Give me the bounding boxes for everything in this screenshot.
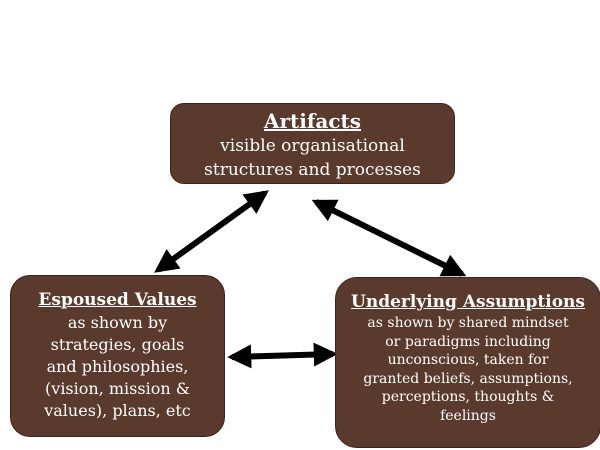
underlying-assumptions-line: feelings [440,407,496,424]
arrow-espoused-underlying [227,342,338,369]
espoused-values-line: (vision, mission & [45,379,190,398]
underlying-assumptions-line: perceptions, thoughts & [381,389,555,405]
espoused-values-line: values), plans, etc [44,401,191,420]
underlying-assumptions-line: as shown by shared mindset [367,315,569,331]
underlying-assumptions-title: Underlying Assumptions [351,292,585,312]
artifacts-line: visible organisational [220,136,405,156]
arrow-artifacts-espoused [154,190,269,273]
arrow-artifacts-underlying [311,199,467,277]
espoused-values-box: Espoused Values as shown by strategies, … [10,275,225,437]
underlying-assumptions-line: or paradigms including [385,333,551,350]
artifacts-box: Artifacts visible organisational structu… [170,103,455,184]
espoused-values-title: Espoused Values [38,290,197,310]
underlying-assumptions-line: unconscious, taken for [387,352,549,368]
espoused-values-line: strategies, goals [50,335,185,354]
underlying-assumptions-line: granted beliefs, assumptions, [363,370,573,387]
artifacts-title: Artifacts [263,109,362,133]
espoused-values-line: as shown by [67,313,168,332]
espoused-values-line: and philosophies, [46,357,189,376]
underlying-assumptions-box: Underlying Assumptions as shown by share… [335,277,600,448]
artifacts-line: structures and processes [204,160,421,180]
